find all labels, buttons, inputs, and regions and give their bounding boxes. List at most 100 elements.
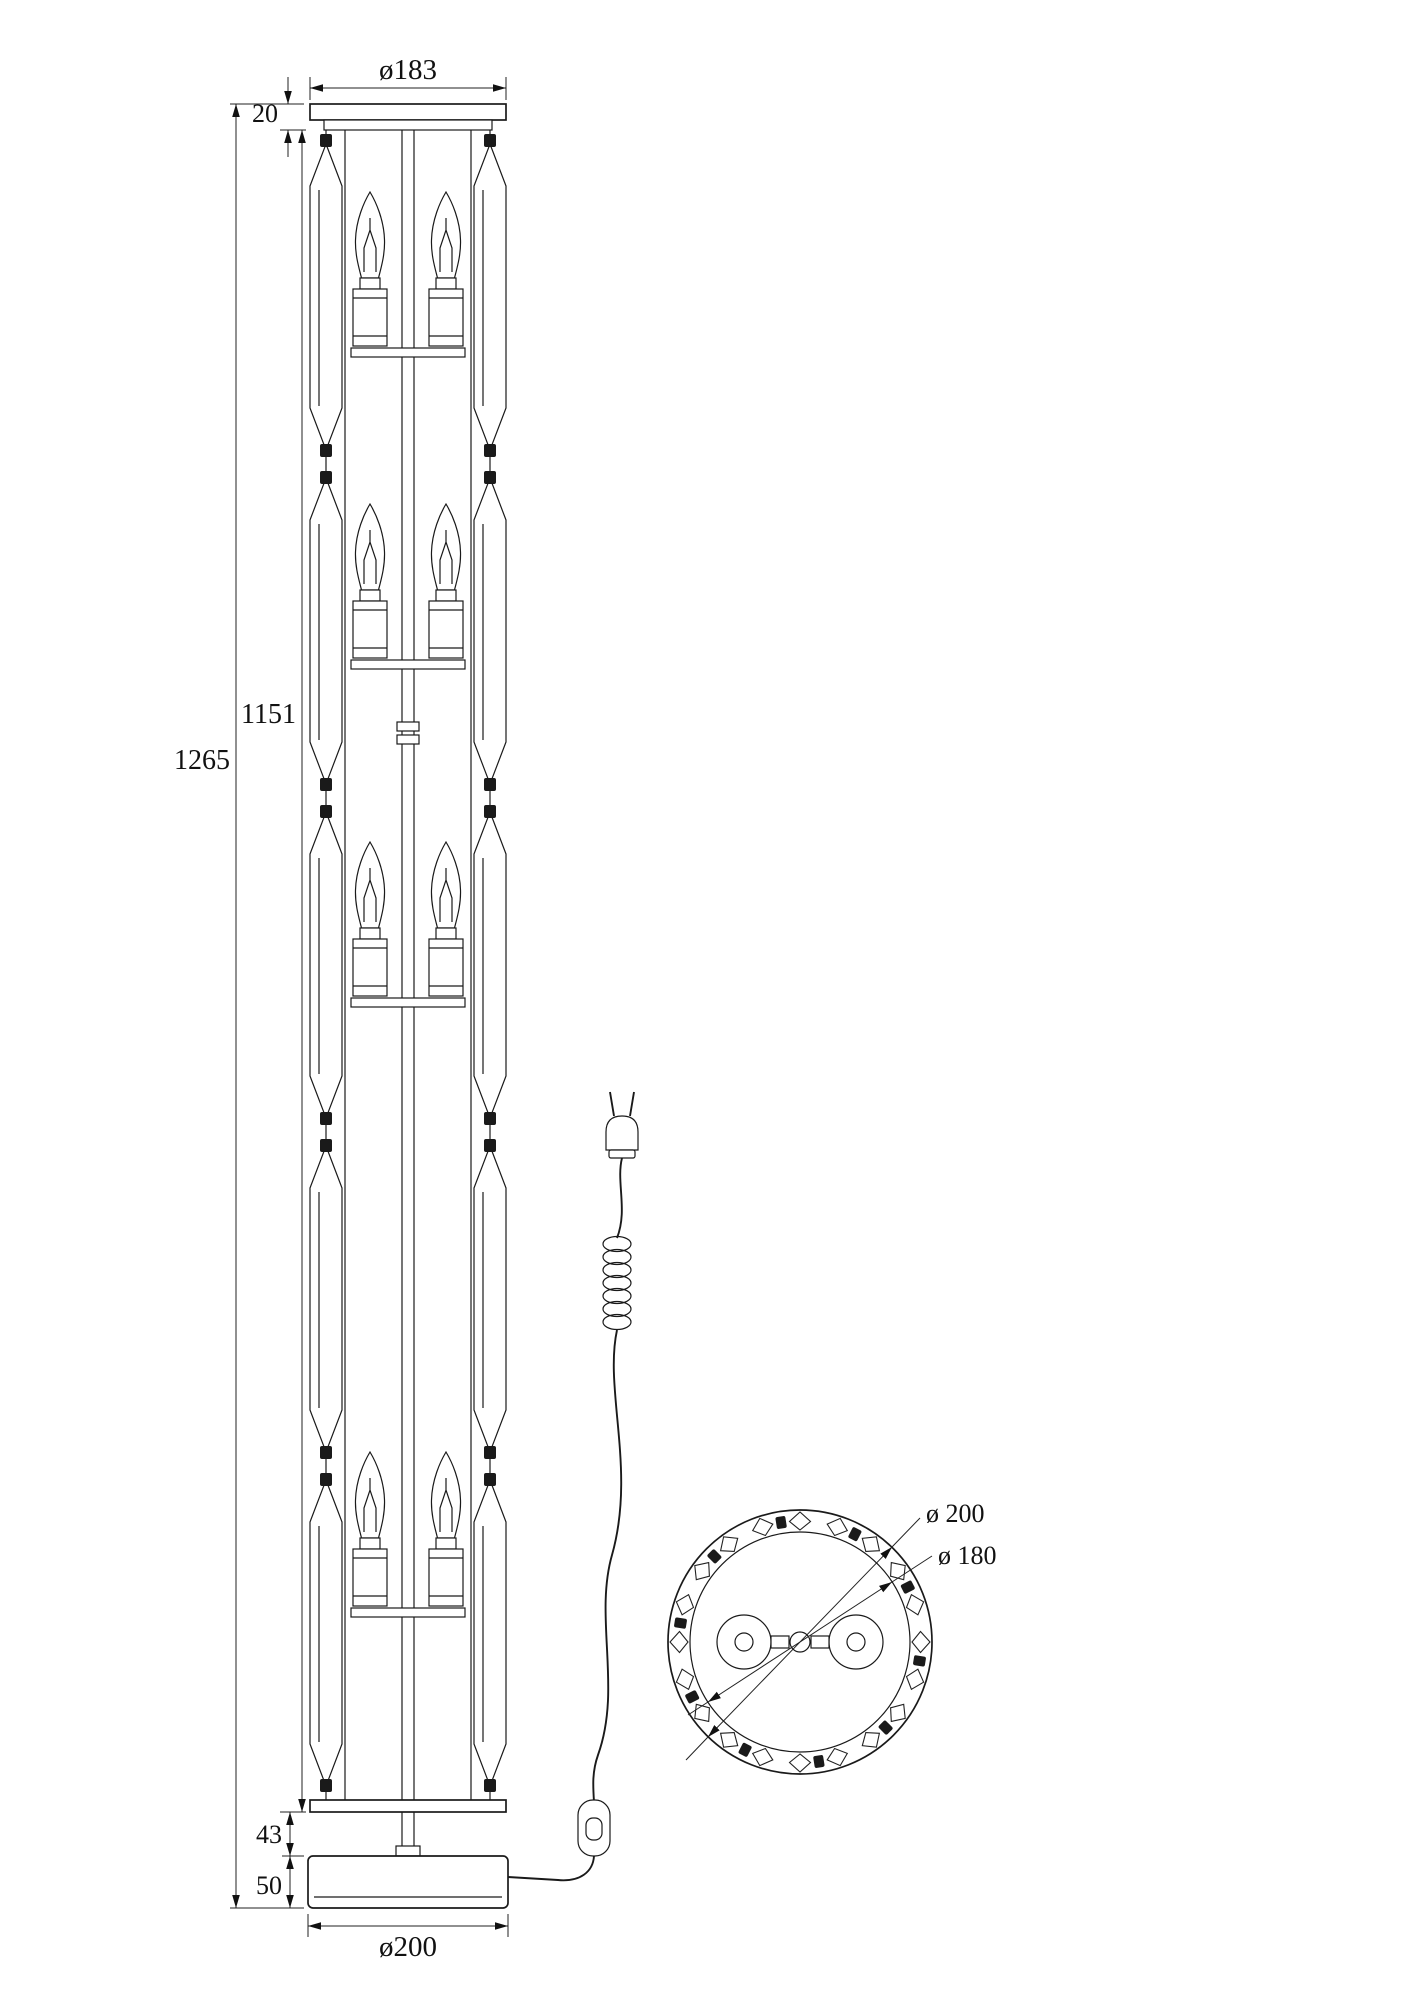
crystal-clamp (484, 778, 496, 791)
dim-extension-line (687, 1701, 709, 1716)
plan-bulb-socket (734, 1632, 754, 1652)
front-view (307, 103, 509, 1909)
power-cord (592, 1329, 623, 1803)
plug-prongs (609, 1091, 635, 1117)
dim-label-neck-height: 43 (256, 1820, 282, 1849)
plan-crystal-gem (669, 1630, 689, 1654)
plan-crystal-clamp (900, 1580, 915, 1594)
crystal-clamp (320, 805, 332, 818)
lamp-base (307, 1855, 509, 1909)
plan-crystal-gem (890, 1703, 906, 1723)
bulb-array (350, 191, 466, 1618)
dim-label-total-height: 1265 (174, 745, 230, 776)
plug-neck (608, 1149, 636, 1159)
power-plug-icon (605, 1115, 639, 1151)
dim-label-base-diameter: ø200 (379, 1931, 437, 1963)
plan-socket-arm (770, 1635, 790, 1649)
bulb-bracket (350, 347, 466, 358)
plan-crystal-clamp (775, 1516, 787, 1529)
crystal-clamp (484, 1473, 496, 1486)
coil-loop (602, 1261, 632, 1279)
power-cord (616, 1157, 623, 1239)
dim-extension-line (891, 1517, 921, 1548)
dim-line-plan-inner (707, 1581, 893, 1703)
coil-loop (602, 1287, 632, 1305)
plan-ring-inner-circle (689, 1531, 911, 1753)
cord-coil (602, 1235, 632, 1331)
candle-bulb (352, 503, 388, 659)
center-rod (401, 127, 415, 1857)
coil-loop (602, 1274, 632, 1292)
plan-crystal-gem (751, 1747, 774, 1767)
candle-bulb (428, 191, 464, 347)
candle-bulb (352, 191, 388, 347)
crystal-segment (309, 1465, 343, 1801)
crystal-segment (309, 797, 343, 1133)
crystal-clamp (320, 1446, 332, 1459)
crystal-clamp (320, 134, 332, 147)
plan-crystal-gem (694, 1703, 710, 1723)
base-collar (395, 1845, 421, 1857)
top-plate (309, 103, 507, 121)
crystal-segment (309, 463, 343, 799)
crystal-segment (473, 1465, 507, 1801)
plan-crystal-gem (890, 1561, 906, 1581)
dim-label-shade-height: 1151 (241, 699, 296, 730)
crystal-clamp (320, 1779, 332, 1792)
plan-crystal-clamp (685, 1690, 700, 1704)
crystal-clamp (320, 444, 332, 457)
plan-crystal-clamp (813, 1755, 825, 1768)
crystal-clamp (484, 444, 496, 457)
plan-crystal-gem (751, 1517, 774, 1537)
plan-crystal-gem (719, 1536, 739, 1552)
dim-label-base-height: 50 (256, 1871, 282, 1900)
plan-crystal-gem (861, 1536, 881, 1552)
dim-label-plate-offset: 20 (252, 99, 278, 128)
plan-crystal-gem (675, 1593, 695, 1616)
dim-label-plan-outer: ø 200 (926, 1499, 985, 1528)
bulb-bracket (350, 659, 466, 670)
crystal-clamps (320, 134, 496, 1792)
crystal-clamp (484, 1779, 496, 1792)
crystal-clamp (484, 471, 496, 484)
coil-loop (602, 1235, 632, 1253)
plan-crystal-clamp (878, 1720, 893, 1735)
power-cord-assembly (507, 1091, 639, 1882)
crystal-clamp (320, 471, 332, 484)
crystal-segment (309, 129, 343, 465)
crystal-clamp (320, 1473, 332, 1486)
dim-label-plan-inner: ø 180 (938, 1541, 997, 1570)
crystal-clamp (484, 1446, 496, 1459)
plan-crystal-gem (826, 1517, 849, 1537)
switch-button (585, 1817, 603, 1841)
plan-bulb-socket (846, 1632, 866, 1652)
plan-crystal-clamp (738, 1742, 752, 1757)
crystal-segment (309, 1131, 343, 1467)
plan-crystal-gem (905, 1593, 925, 1616)
plan-bulb (828, 1614, 884, 1670)
top-plate-rim (323, 119, 493, 131)
crystal-clamp (320, 778, 332, 791)
bulb-bracket (350, 997, 466, 1008)
crystal-segment (473, 797, 507, 1133)
crystal-segment (473, 129, 507, 465)
plan-crystal-clamp (674, 1617, 687, 1629)
crystal-strip-left (309, 129, 343, 1801)
crystal-clamp (320, 1112, 332, 1125)
rod-coupling (396, 734, 420, 745)
candle-bulb (428, 1451, 464, 1607)
plan-crystal-clamp (913, 1655, 926, 1667)
plan-crystal-gem (719, 1732, 739, 1748)
crystal-clamp (484, 134, 496, 147)
plan-crystal-gem (826, 1747, 849, 1767)
candle-bulb (352, 841, 388, 997)
plan-crystal-gem (911, 1630, 931, 1654)
coil-loop (602, 1300, 632, 1318)
bulb-bracket (350, 1607, 466, 1618)
crystal-clamp (484, 1112, 496, 1125)
shade-bottom-plate (309, 1799, 507, 1813)
plan-bulb (716, 1614, 772, 1670)
crystal-clamp (484, 1139, 496, 1152)
